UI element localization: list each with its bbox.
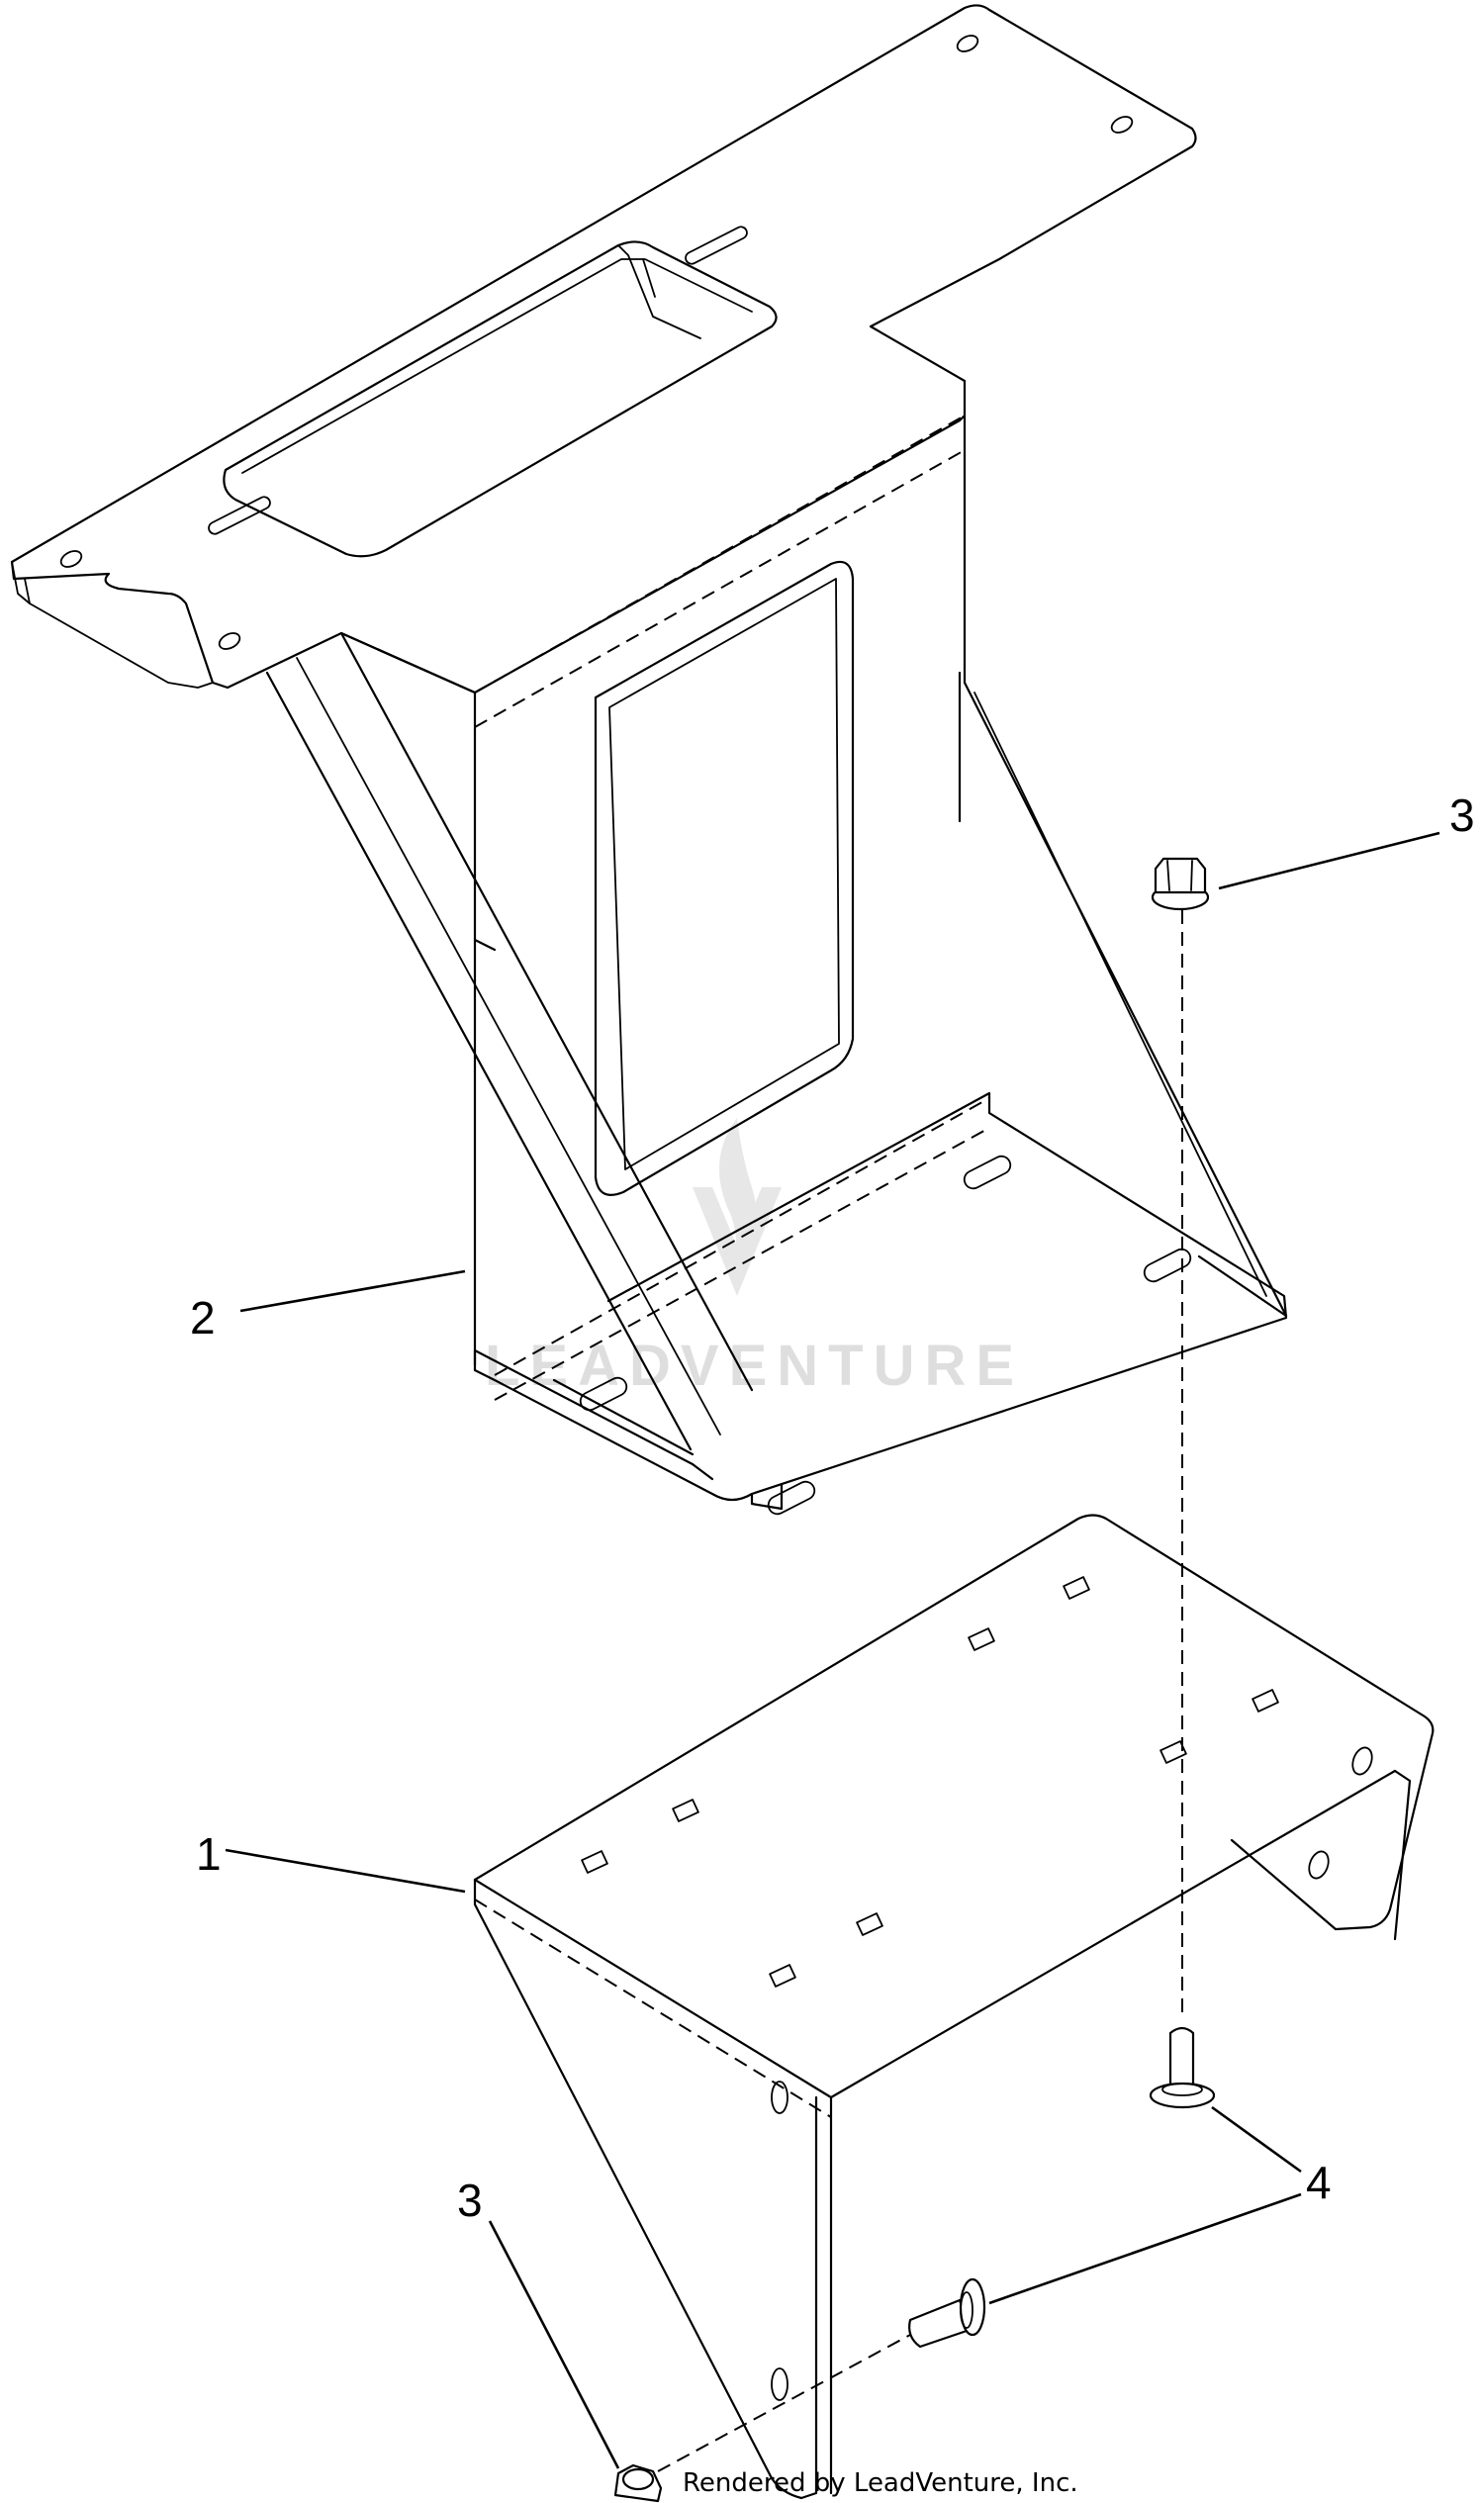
leader-2 bbox=[239, 1269, 466, 1313]
leader-1 bbox=[225, 1848, 466, 1894]
watermark-text: LEADVENTURE bbox=[485, 1334, 1024, 1398]
watermark-logo bbox=[693, 1118, 782, 1296]
part-4-bolt-horizontal bbox=[908, 2277, 986, 2349]
callout-1: 1 bbox=[196, 1828, 222, 1880]
part-1-lower-bracket bbox=[473, 1514, 1435, 2500]
render-credit: Rendered by LeadVenture, Inc. bbox=[683, 2468, 1078, 2498]
leader-4-a bbox=[1211, 2105, 1302, 2174]
assembly-line-diagonal bbox=[657, 2334, 911, 2472]
callout-4: 4 bbox=[1306, 2157, 1332, 2208]
leader-3-top bbox=[1218, 831, 1440, 890]
part-4-bolt-vertical bbox=[1149, 2026, 1216, 2109]
callout-3-bottom: 3 bbox=[457, 2175, 483, 2226]
callout-3-top: 3 bbox=[1449, 789, 1475, 841]
part-3-nut-top bbox=[1151, 857, 1210, 911]
leader-3-bottom bbox=[488, 2220, 620, 2469]
part-3-nut-bottom bbox=[613, 2463, 663, 2503]
part-2-mounting-bracket bbox=[10, 4, 1288, 1516]
callout-2: 2 bbox=[190, 1292, 216, 1344]
leader-4-b bbox=[988, 2192, 1302, 2305]
